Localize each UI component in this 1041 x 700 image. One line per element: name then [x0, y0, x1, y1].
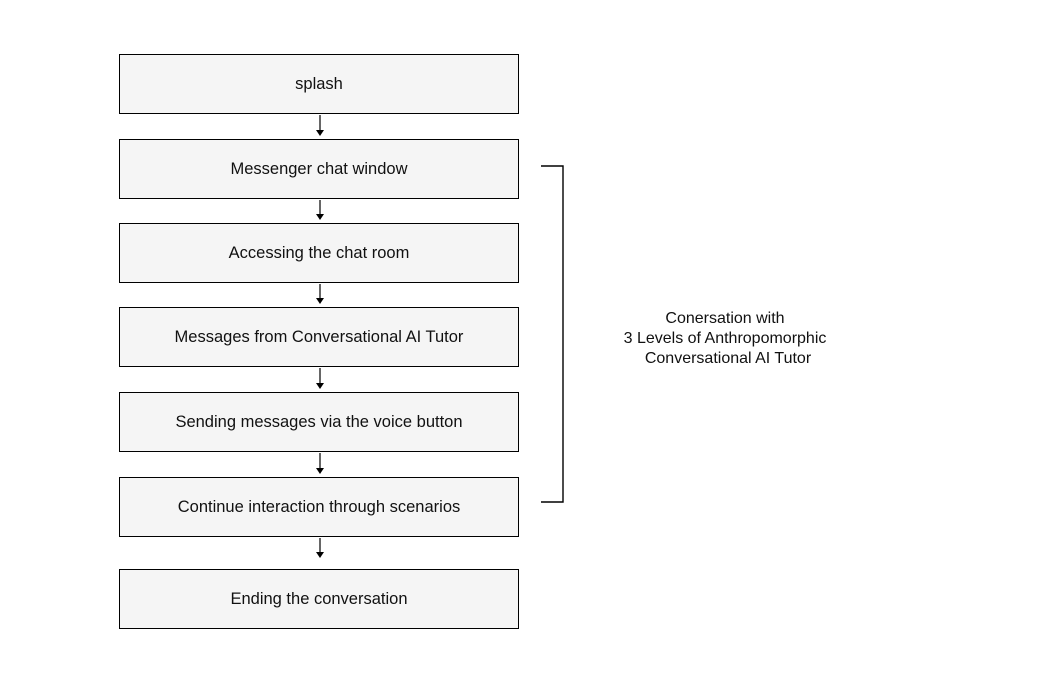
- step-label: Accessing the chat room: [228, 243, 410, 262]
- group-bracket: [541, 165, 564, 503]
- step-label: Sending messages via the voice button: [175, 412, 463, 431]
- group-label-line: 3 Levels of Anthropomorphic: [623, 330, 827, 347]
- step-label: Continue interaction through scenarios: [177, 497, 461, 516]
- arrow-accessing-to-messages: [316, 284, 324, 304]
- group-label-line: Conversational AI Tutor: [644, 350, 812, 367]
- step-accessing-chat-room: Accessing the chat room: [119, 223, 519, 283]
- step-splash: splash: [119, 54, 519, 114]
- group-label-line: Conersation with: [665, 310, 785, 327]
- arrow-messages-to-sending: [316, 368, 324, 389]
- arrow-splash-to-messenger: [316, 115, 324, 136]
- step-continue-interaction: Continue interaction through scenarios: [119, 477, 519, 537]
- step-label: splash: [295, 74, 343, 93]
- step-label: Ending the conversation: [230, 589, 408, 608]
- group-label: Conersation with 3 Levels of Anthropomor…: [575, 309, 875, 369]
- arrow-continue-to-ending: [316, 538, 324, 558]
- step-messenger-chat-window: Messenger chat window: [119, 139, 519, 199]
- arrow-sending-to-continue: [316, 453, 324, 474]
- step-sending-voice-messages: Sending messages via the voice button: [119, 392, 519, 452]
- step-label: Messenger chat window: [230, 159, 408, 178]
- step-ending-conversation: Ending the conversation: [119, 569, 519, 629]
- step-messages-from-tutor: Messages from Conversational AI Tutor: [119, 307, 519, 367]
- step-label: Messages from Conversational AI Tutor: [174, 327, 464, 346]
- arrow-messenger-to-accessing: [316, 200, 324, 220]
